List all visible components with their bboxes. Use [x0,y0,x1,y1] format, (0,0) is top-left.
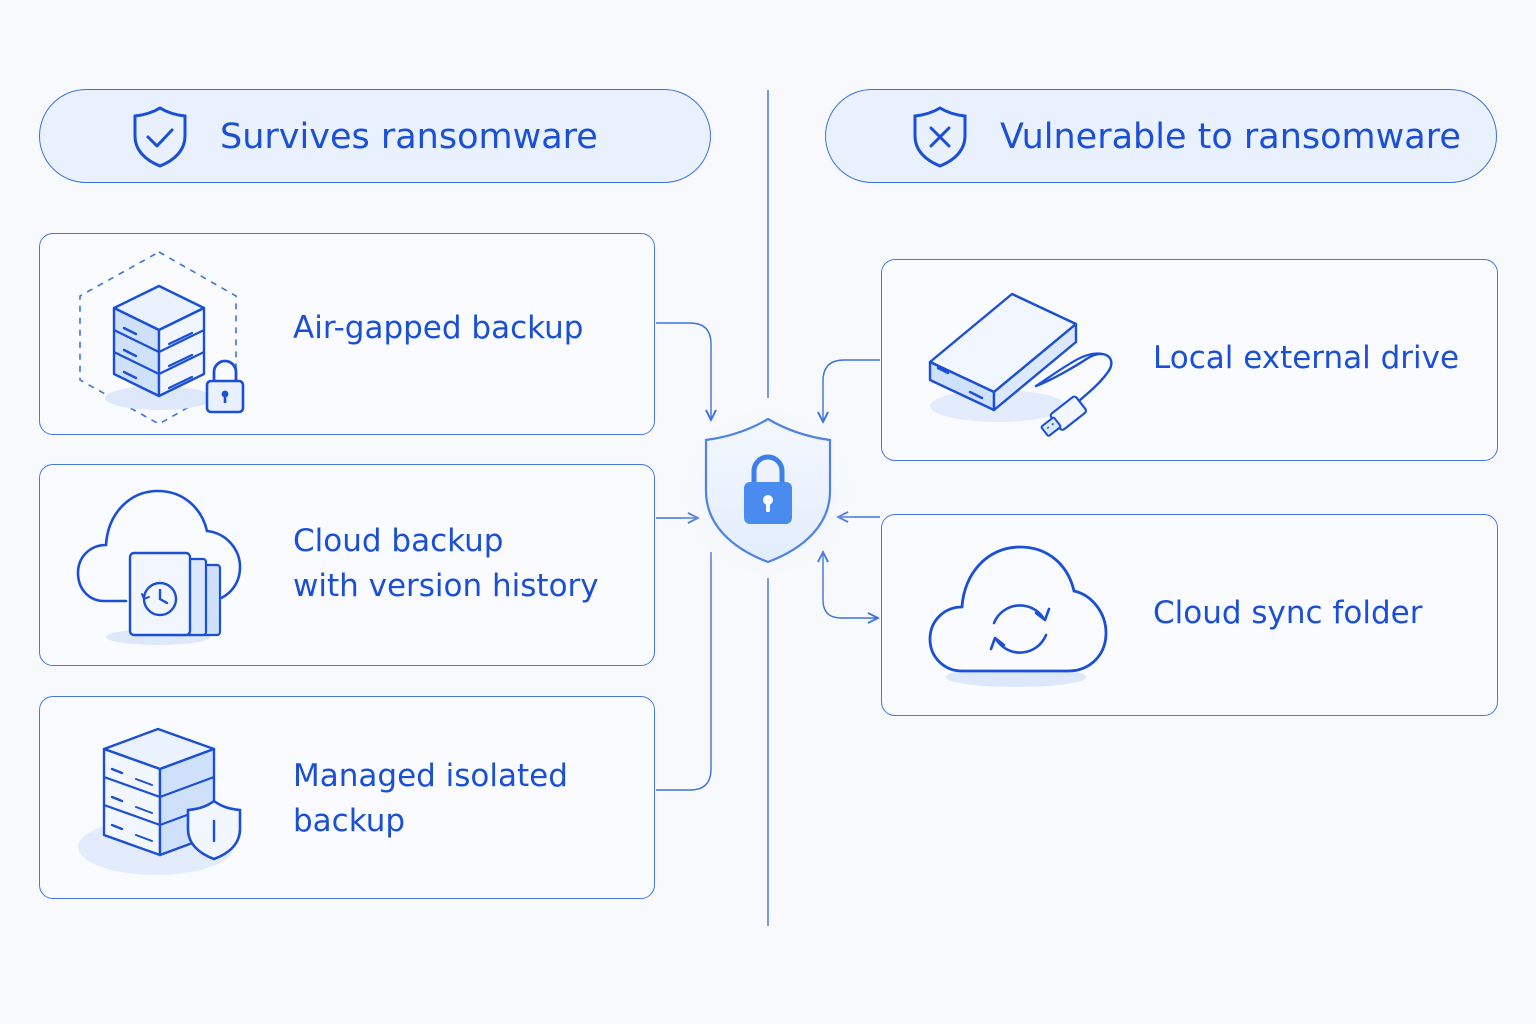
card-label-line1: Cloud sync folder [1153,595,1423,631]
card-label: Local external drive [1153,336,1459,381]
card-label-line2: with version history [293,568,599,604]
external-drive-usb-icon [928,292,1113,437]
connector-managed [656,552,712,791]
card-air-gapped-backup: Air-gapped backup [39,233,655,435]
card-local-external-drive: Local external drive [881,259,1498,461]
air-gapped-server-lock-icon [79,251,245,424]
shield-x-icon [913,106,967,168]
card-label-line1: Cloud backup [293,523,504,559]
card-cloud-backup: Cloud backup with version history [39,464,655,666]
card-label: Air-gapped backup [293,306,583,351]
card-label-line1: Air-gapped backup [293,310,584,346]
vulnerable-header-title: Vulnerable to ransomware [1000,117,1461,157]
cloud-version-history-icon [76,489,242,645]
card-label: Managed isolated backup [293,754,568,844]
survives-header-title: Survives ransomware [220,117,598,157]
card-label: Cloud sync folder [1153,591,1422,636]
server-stack-shield-icon [78,727,242,875]
card-label-line1: Local external drive [1153,340,1460,376]
card-managed-isolated-backup: Managed isolated backup [39,696,655,899]
cloud-sync-icon [928,545,1108,687]
survives-header: Survives ransomware [39,89,711,183]
connector-local-drive [823,359,880,422]
shield-check-icon [133,106,187,168]
card-label-line1: Managed isolated [293,758,568,794]
card-label: Cloud backup with version history [293,519,599,609]
vulnerable-header: Vulnerable to ransomware [825,89,1497,183]
card-label-line2: backup [293,803,406,839]
connector-cloud-sync-bidirectional [823,552,878,618]
connector-air-gapped [656,322,711,420]
card-cloud-sync-folder: Cloud sync folder [881,514,1498,716]
shield-lock-icon [676,400,860,584]
